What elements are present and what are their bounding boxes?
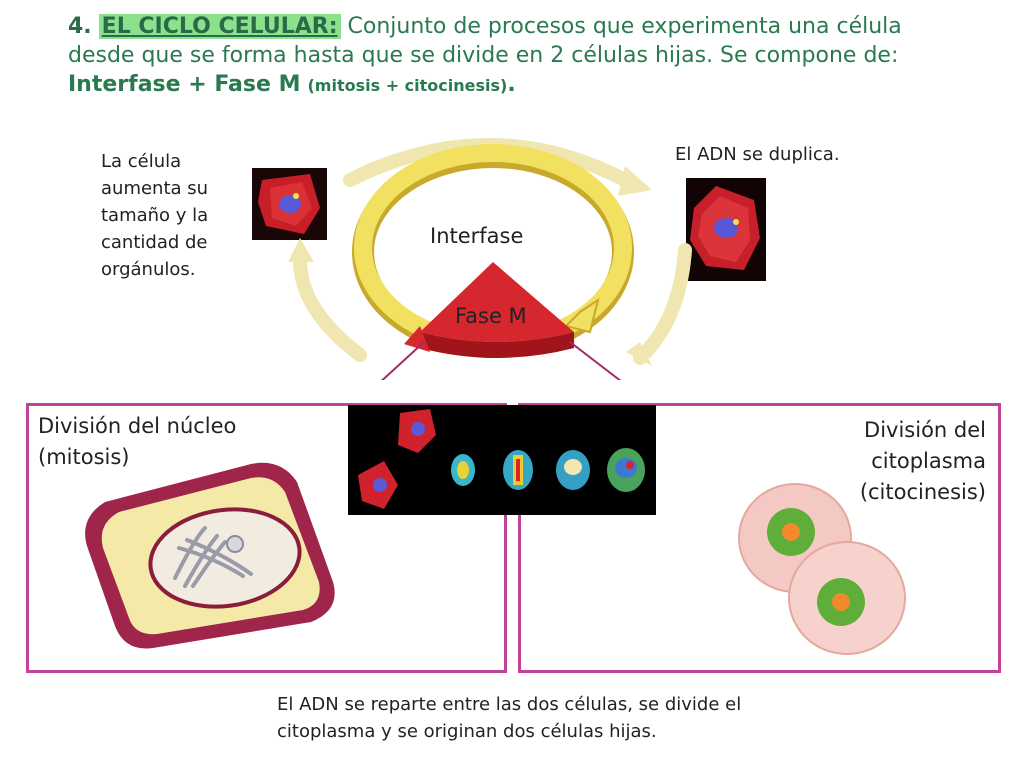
dna-duplicates-note: El ADN se duplica.	[675, 144, 840, 165]
title-formula-paren: (mitosis + citocinesis)	[307, 76, 508, 95]
fase-m-wedge	[420, 262, 574, 342]
bottom-note-line: El ADN se reparte entre las dos células,…	[277, 694, 742, 715]
title-highlight: EL CICLO CELULAR:	[98, 14, 341, 39]
mitosis-label-line: (mitosis)	[38, 445, 130, 469]
cell-cycle-diagram	[288, 138, 692, 380]
growth-note-line: tamaño y la	[101, 205, 209, 226]
cell-photo-dna-duplication	[686, 178, 766, 281]
outer-arrow-left	[293, 253, 367, 362]
cytokinesis-label-line: citoplasma	[871, 449, 986, 473]
growth-note-line: aumenta su	[101, 178, 209, 199]
plant-cell-nucleus-illustration	[85, 462, 335, 649]
cell-photo-growth	[252, 168, 327, 240]
fase-m-label: Fase M	[455, 304, 527, 328]
fase-m-wedge-edge	[420, 332, 574, 358]
outer-arrow-right	[633, 243, 692, 365]
nucleolus	[226, 535, 244, 553]
chromosomes	[173, 526, 253, 588]
cell-photo-telophase	[607, 448, 645, 492]
dividing-cells-illustration	[738, 483, 906, 655]
mitosis-photo-strip	[348, 405, 656, 515]
growth-note: La célula aumenta su tamaño y la cantida…	[101, 148, 208, 283]
bottom-note: El ADN se reparte entre las dos células,…	[277, 691, 741, 745]
cytokinesis-label: División del citoplasma (citocinesis)	[820, 415, 986, 508]
cytokinesis-label-line: División del	[864, 418, 986, 442]
connector-line-right	[569, 341, 622, 380]
nucleolus-bottom	[832, 593, 850, 611]
title-formula-end: .	[507, 72, 516, 97]
title-formula-main: Interfase + Fase M	[68, 72, 301, 97]
growth-note-line: La célula	[101, 151, 182, 172]
outer-arrow-top-head	[618, 166, 652, 196]
cell-photo-metaphase	[503, 450, 533, 490]
connector-line-left	[381, 341, 425, 380]
nucleolus-top	[782, 523, 800, 541]
outer-arrow-left-head	[288, 238, 314, 262]
cytokinesis-label-line: (citocinesis)	[859, 480, 986, 504]
outer-arrow-right-head	[626, 342, 652, 366]
slide-title: 4. EL CICLO CELULAR: Conjunto de proceso…	[68, 12, 998, 100]
interfase-ring-arrowhead	[564, 297, 600, 334]
title-number: 4.	[68, 14, 92, 39]
fase-m-arrowhead	[404, 326, 430, 352]
cell-photo-anaphase	[556, 450, 590, 490]
growth-note-line: cantidad de	[101, 232, 208, 253]
interfase-label: Interfase	[430, 224, 524, 248]
bottom-note-line: citoplasma y se originan dos células hij…	[277, 721, 657, 742]
growth-note-line: orgánulos.	[101, 259, 196, 280]
mitosis-label-line: División del núcleo	[38, 414, 237, 438]
title-line1: Conjunto de procesos que experimenta una…	[347, 14, 902, 39]
cell-photo-prophase	[451, 454, 475, 486]
mitosis-label: División del núcleo (mitosis)	[38, 411, 236, 473]
title-line2: desde que se forma hasta que se divide e…	[68, 43, 899, 68]
